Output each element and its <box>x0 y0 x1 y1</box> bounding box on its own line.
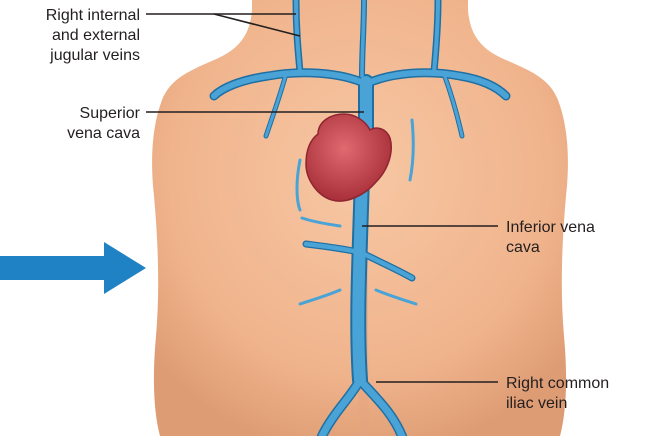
label-inferior-vena-cava: Inferior vena cava <box>506 218 636 258</box>
blue-right-arrow-icon <box>0 242 146 294</box>
label-right-common-iliac-vein: Right common iliac vein <box>506 374 646 414</box>
label-superior-vena-cava: Superior vena cava <box>40 104 140 144</box>
label-jugular-veins: Right internal and external jugular vein… <box>20 6 140 66</box>
